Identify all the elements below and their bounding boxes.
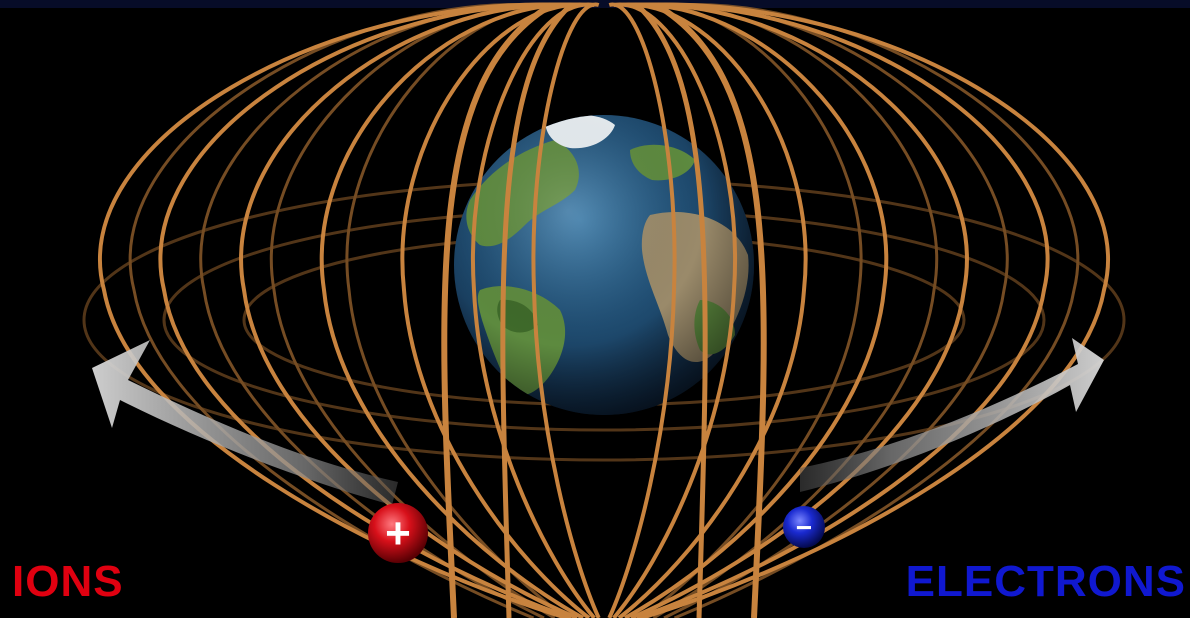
field-line-front-loop <box>635 3 708 618</box>
field-line <box>612 2 737 618</box>
magnetic-field-lines-front <box>97 2 1111 618</box>
field-line-back <box>652 3 938 618</box>
earth-globe-icon <box>454 115 754 415</box>
field-line-back <box>345 3 567 618</box>
field-line <box>640 2 1111 618</box>
positive-ion-icon: + <box>368 503 428 563</box>
field-line <box>531 2 601 618</box>
field-line-back <box>641 3 863 618</box>
field-line-front-loop <box>654 2 767 618</box>
electron-sign: − <box>796 512 812 543</box>
field-line <box>607 2 677 618</box>
curved-arrow-right-icon <box>800 338 1104 492</box>
ion-sign: + <box>385 509 411 558</box>
electrons-label: ELECTRONS <box>905 557 1186 606</box>
curved-arrow-left-icon <box>92 340 398 505</box>
field-line <box>319 2 584 618</box>
ions-label: IONS <box>12 557 124 606</box>
field-line <box>624 2 889 618</box>
field-line <box>630 2 969 618</box>
field-line-back <box>270 3 556 618</box>
field-line <box>471 2 596 618</box>
field-line-front-loop <box>441 2 554 618</box>
field-line <box>400 2 591 618</box>
electron-icon: − <box>783 506 825 548</box>
field-line <box>239 2 578 618</box>
field-line <box>617 2 808 618</box>
field-line-front-loop <box>500 3 573 618</box>
